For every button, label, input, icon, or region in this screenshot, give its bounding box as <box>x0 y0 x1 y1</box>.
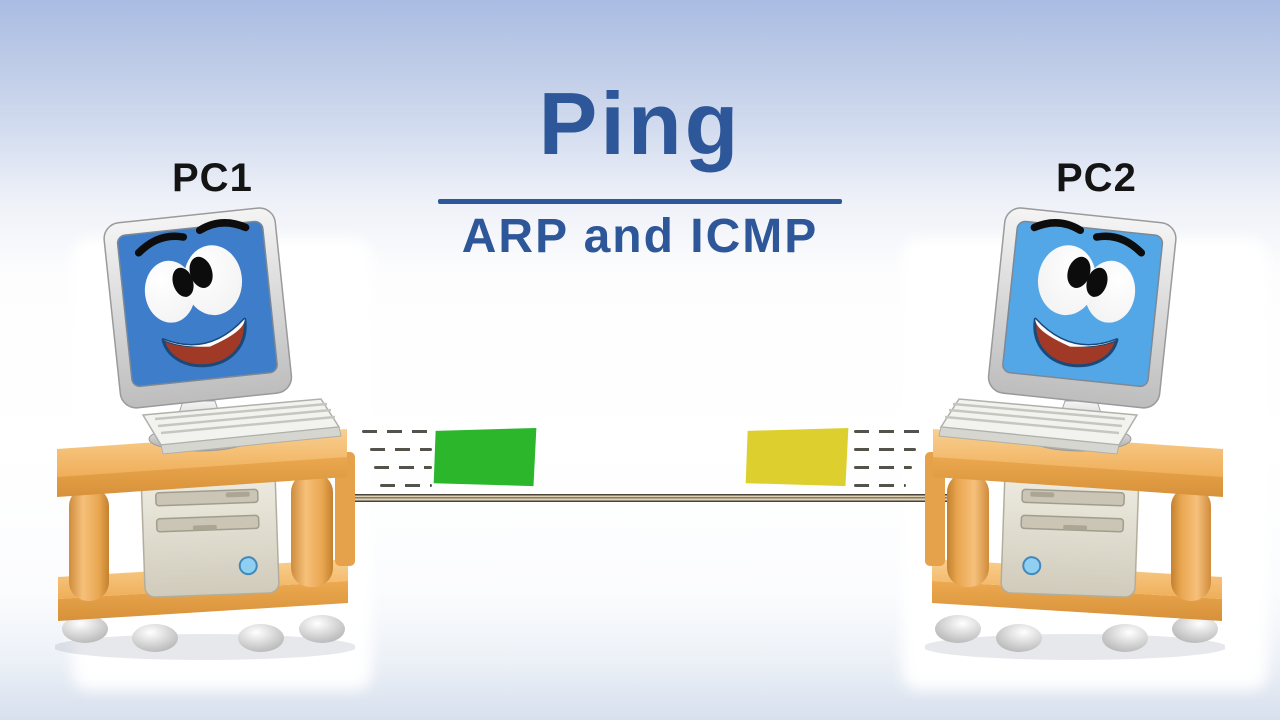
speed-line <box>854 484 906 488</box>
pc1-label: PC1 <box>172 156 253 200</box>
packet-green-envelope <box>356 424 542 494</box>
page-title: Ping <box>538 74 742 173</box>
speed-line <box>854 448 916 452</box>
speed-line <box>374 466 432 470</box>
speed-line <box>380 484 432 488</box>
speed-line <box>370 448 432 452</box>
title-underline <box>438 199 842 204</box>
pc1-computer-illustration <box>55 205 355 665</box>
speed-line <box>854 430 924 434</box>
envelope-icon <box>744 427 852 489</box>
pc2-computer-illustration <box>925 205 1225 665</box>
speed-line <box>854 466 912 470</box>
packet-yellow-envelope <box>742 424 934 494</box>
pc2-label: PC2 <box>1056 156 1137 200</box>
envelope-icon <box>432 427 540 489</box>
network-cable <box>338 494 955 502</box>
page-subtitle: ARP and ICMP <box>461 210 819 263</box>
speed-line <box>362 430 432 434</box>
